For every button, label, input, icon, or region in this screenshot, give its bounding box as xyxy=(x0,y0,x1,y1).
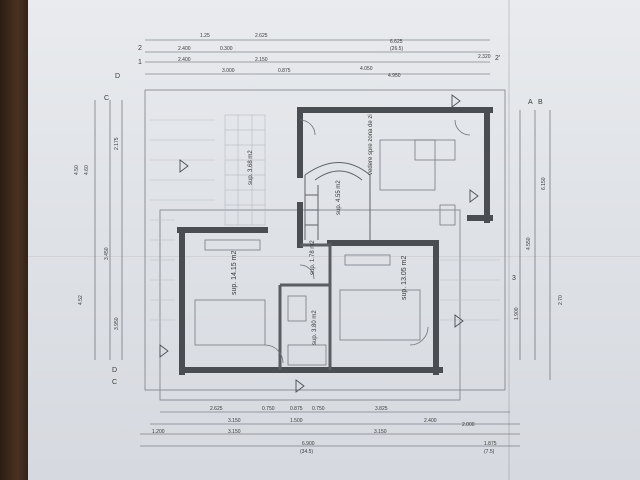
dim-bottom-3a: 1.200 xyxy=(152,429,165,435)
dim-top-4c: 4.950 xyxy=(388,73,401,79)
dim-left-7: 3.450 xyxy=(104,247,110,260)
dim-top-1b: 2.625 xyxy=(255,33,268,39)
dim-bottom-1a: 2.625 xyxy=(210,406,223,412)
dim-bottom-1e: 3.825 xyxy=(375,406,388,412)
axis-top-3: 3 xyxy=(512,275,516,282)
dim-top-4b: 0.875 xyxy=(278,68,291,74)
axis-bottom-D: D xyxy=(112,367,117,374)
interior-walls xyxy=(278,243,332,370)
dim-top-3end: 2.320 xyxy=(478,54,491,60)
dimension-lines-right xyxy=(519,110,551,380)
paper-fold xyxy=(508,0,510,480)
dim-left-0: 4.50 xyxy=(74,165,80,175)
dim-bottom-3g: 3.150 xyxy=(374,429,387,435)
section-markers xyxy=(159,94,479,393)
dim-bottom-4b: 1.875 xyxy=(484,441,497,447)
dim-bottom-4a: 6.900 xyxy=(302,441,315,447)
furniture xyxy=(194,139,456,366)
dimension-lines-top xyxy=(145,39,490,75)
axis-bottom-C: C xyxy=(112,379,117,386)
balcony-tiles xyxy=(224,114,266,226)
dim-top-3c: 2.150 xyxy=(255,57,268,63)
dimension-lines-left xyxy=(94,100,123,360)
room-label-bedroom-right: sup. 13.05 m2 xyxy=(401,256,408,300)
table-surface xyxy=(0,0,30,480)
dim-left-8: 3.950 xyxy=(114,317,120,330)
dim-top-1a: 1.25 xyxy=(200,33,210,39)
dim-top-1c-sub: (26.5) xyxy=(390,46,403,52)
dim-bottom-3i: 2.000 xyxy=(462,422,475,428)
dim-bottom-2c: 1.500 xyxy=(290,418,303,424)
dim-bottom-3c: 3.150 xyxy=(228,429,241,435)
dim-bottom-2e: 2.400 xyxy=(424,418,437,424)
axis-left-C: C xyxy=(104,95,109,102)
dim-top-3a: 2.400 xyxy=(178,57,191,63)
paper-fold-horizontal xyxy=(28,256,640,257)
dim-bottom-4b-sub: (7.5) xyxy=(484,449,495,455)
room-label-bath: sup. 3.80 m2 xyxy=(312,310,318,345)
dimension-lines-bottom xyxy=(140,411,520,447)
axis-right-B: B xyxy=(538,99,543,106)
dim-right-4: 2.70 xyxy=(558,295,564,305)
dim-right-2: 4.550 xyxy=(526,237,532,250)
axis-right-A: A xyxy=(528,99,533,106)
dim-top-2b: 0.300 xyxy=(220,46,233,52)
stairs xyxy=(304,162,371,240)
axis-left-D: D xyxy=(115,73,120,80)
door-swings xyxy=(264,119,471,364)
dim-bottom-4a-sub: (34.5) xyxy=(300,449,313,455)
room-label-bedroom-left: sup. 14.15 m2 xyxy=(231,251,238,295)
plan-note: vedere spre zona de zi xyxy=(368,114,374,175)
dim-bottom-2b: 3.150 xyxy=(228,418,241,424)
dim-left-1: 4.60 xyxy=(84,165,90,175)
dim-left-3: 4.52 xyxy=(78,295,84,305)
room-label-balcony: sup. 3.68 m2 xyxy=(248,150,254,185)
axis-top-2prime: 2' xyxy=(495,55,500,62)
dim-top-3e: 4.050 xyxy=(360,66,373,72)
dim-bottom-1b: 0.750 xyxy=(262,406,275,412)
dim-left-5: 2.175 xyxy=(114,137,120,150)
room-label-hall: sup. 1.78 m2 xyxy=(310,240,316,275)
dim-top-2a: 2.400 xyxy=(178,46,191,52)
dim-top-4a: 3.000 xyxy=(222,68,235,74)
roof-hatching xyxy=(150,119,500,321)
axis-top-2: 2 xyxy=(138,45,142,52)
dim-right-3: 1.900 xyxy=(514,307,520,320)
exterior-walls xyxy=(177,107,493,375)
dim-bottom-1d: 0.750 xyxy=(312,406,325,412)
dim-right-0: 6.150 xyxy=(541,177,547,190)
dim-top-1c: 6.625 xyxy=(390,39,403,45)
dim-bottom-1c: 0.875 xyxy=(290,406,303,412)
room-label-stairs: sup. 4.55 m2 xyxy=(336,180,342,215)
axis-top-1: 1 xyxy=(138,59,142,66)
